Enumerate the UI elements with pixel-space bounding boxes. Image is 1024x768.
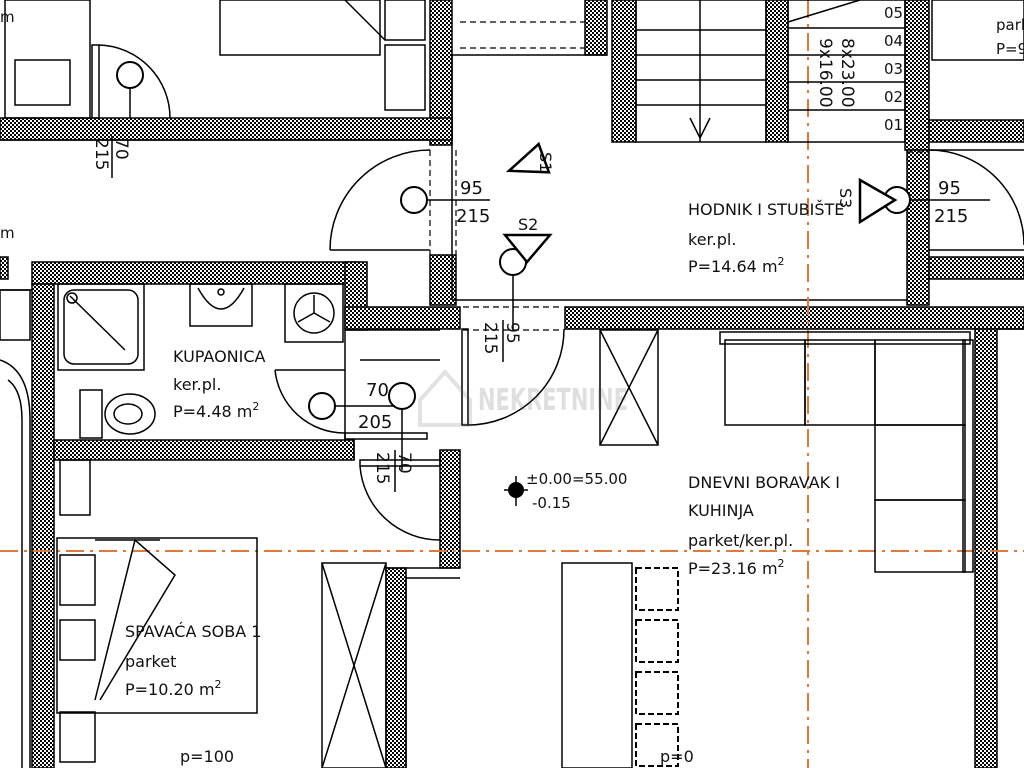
room-hallway-area-wrap: P=14.64 m2 [688, 255, 785, 276]
fragment-top-left: m [0, 8, 15, 26]
level-bottom: -0.15 [532, 494, 571, 512]
door-5-height: 205 [358, 412, 392, 433]
room-bathroom-area-wrap: P=4.48 m2 [173, 400, 259, 421]
stair-dimension-2: 9x16.00 [815, 38, 835, 108]
room-top-right-area: P=9 [996, 40, 1024, 58]
room-bathroom-name: KUPAONICA [173, 347, 266, 366]
section-marker-s1: S1 [505, 141, 555, 174]
room-bedroom: SPAVAĆA SOBA 1 parket P=10.20 m2 [125, 622, 261, 699]
room-living-floor: parket/ker.pl. [688, 531, 793, 550]
room-living-area-sup: 2 [778, 557, 785, 570]
door-label-3: 95 215 [934, 178, 968, 227]
room-bedroom-area-wrap: P=10.20 m2 [125, 678, 222, 699]
room-bedroom-name: SPAVAĆA SOBA 1 [125, 622, 261, 641]
door-3-height: 215 [934, 206, 968, 227]
door-2-width: 95 [460, 178, 483, 199]
door-1-height: 215 [91, 138, 111, 170]
door-label-2: 95 215 [456, 178, 490, 227]
room-living-name-1: DNEVNI BORAVAK I [688, 473, 840, 492]
room-bathroom: KUPAONICA ker.pl. P=4.48 m2 [173, 347, 266, 421]
door-marker-leaders [129, 88, 990, 470]
fragment-mid-left: m [0, 224, 15, 242]
room-bedroom-area-sup: 2 [215, 678, 222, 691]
room-top-right-floor: park [996, 16, 1024, 34]
room-bathroom-area: P=4.48 m [173, 402, 252, 421]
room-bedroom-floor: parket [125, 652, 176, 671]
room-hallway-name: HODNIK I STUBIŠTE [688, 200, 844, 219]
door-2-height: 215 [456, 206, 490, 227]
svg-text:S2: S2 [518, 215, 538, 234]
level-marker: ±0.00=55.00 -0.15 [504, 470, 627, 512]
room-living-name-2: KUHINJA [688, 501, 754, 520]
room-hallway-area-sup: 2 [778, 255, 785, 268]
room-hallway-area: P=14.64 m [688, 257, 778, 276]
room-hallway: HODNIK I STUBIŠTE ker.pl. P=14.64 m2 [688, 200, 844, 276]
door-6-width: 70 [394, 452, 414, 474]
door-6-height: 215 [372, 452, 392, 484]
svg-text:S1: S1 [536, 152, 555, 172]
dining-chairs [635, 567, 679, 767]
stair-step-2: 02 [884, 88, 903, 106]
room-bathroom-area-sup: 2 [252, 400, 259, 413]
watermark: NEKRETNINE [418, 368, 628, 427]
stair-step-numbers: 05 04 03 02 01 [884, 4, 903, 134]
stair-step-4: 04 [884, 32, 903, 50]
stair-step-5: 05 [884, 4, 903, 22]
stairs [635, 0, 906, 143]
room-living-area: P=23.16 m [688, 559, 778, 578]
parapet-right: p=0 [660, 747, 694, 766]
door-1-width: 70 [111, 138, 131, 160]
door-label-5: 70 205 [358, 380, 392, 433]
section-marker-s2: S2 [502, 215, 553, 264]
level-top: ±0.00=55.00 [526, 470, 627, 488]
door-label-6: 70 215 [372, 450, 414, 492]
svg-text:S3: S3 [836, 188, 855, 208]
stair-dimension-1: 8x23.00 [837, 38, 857, 108]
room-living: DNEVNI BORAVAK I KUHINJA parket/ker.pl. … [688, 473, 840, 578]
stair-step-3: 03 [884, 60, 903, 78]
room-bathroom-floor: ker.pl. [173, 375, 221, 394]
room-bedroom-area: P=10.20 m [125, 680, 215, 699]
door-3-width: 95 [938, 178, 961, 199]
stair-step-1: 01 [884, 116, 903, 134]
watermark-house-icon [418, 368, 472, 427]
room-living-area-wrap: P=23.16 m2 [688, 557, 785, 578]
door-4-height: 215 [480, 322, 500, 354]
room-hallway-floor: ker.pl. [688, 230, 736, 249]
section-marker-s3: S3 [836, 177, 898, 225]
room-top-right: park P=9 [996, 16, 1024, 58]
inner-lines [0, 54, 1024, 768]
door-label-1: 70 215 [91, 136, 131, 178]
door-openings [429, 21, 929, 331]
door-4-width: 95 [502, 322, 522, 344]
parapet-left: p=100 [180, 747, 234, 766]
door-5-width: 70 [366, 380, 389, 401]
watermark-text: NEKRETNINE [478, 383, 628, 418]
door-swings [91, 44, 1024, 541]
door-label-4: 95 215 [480, 320, 522, 362]
